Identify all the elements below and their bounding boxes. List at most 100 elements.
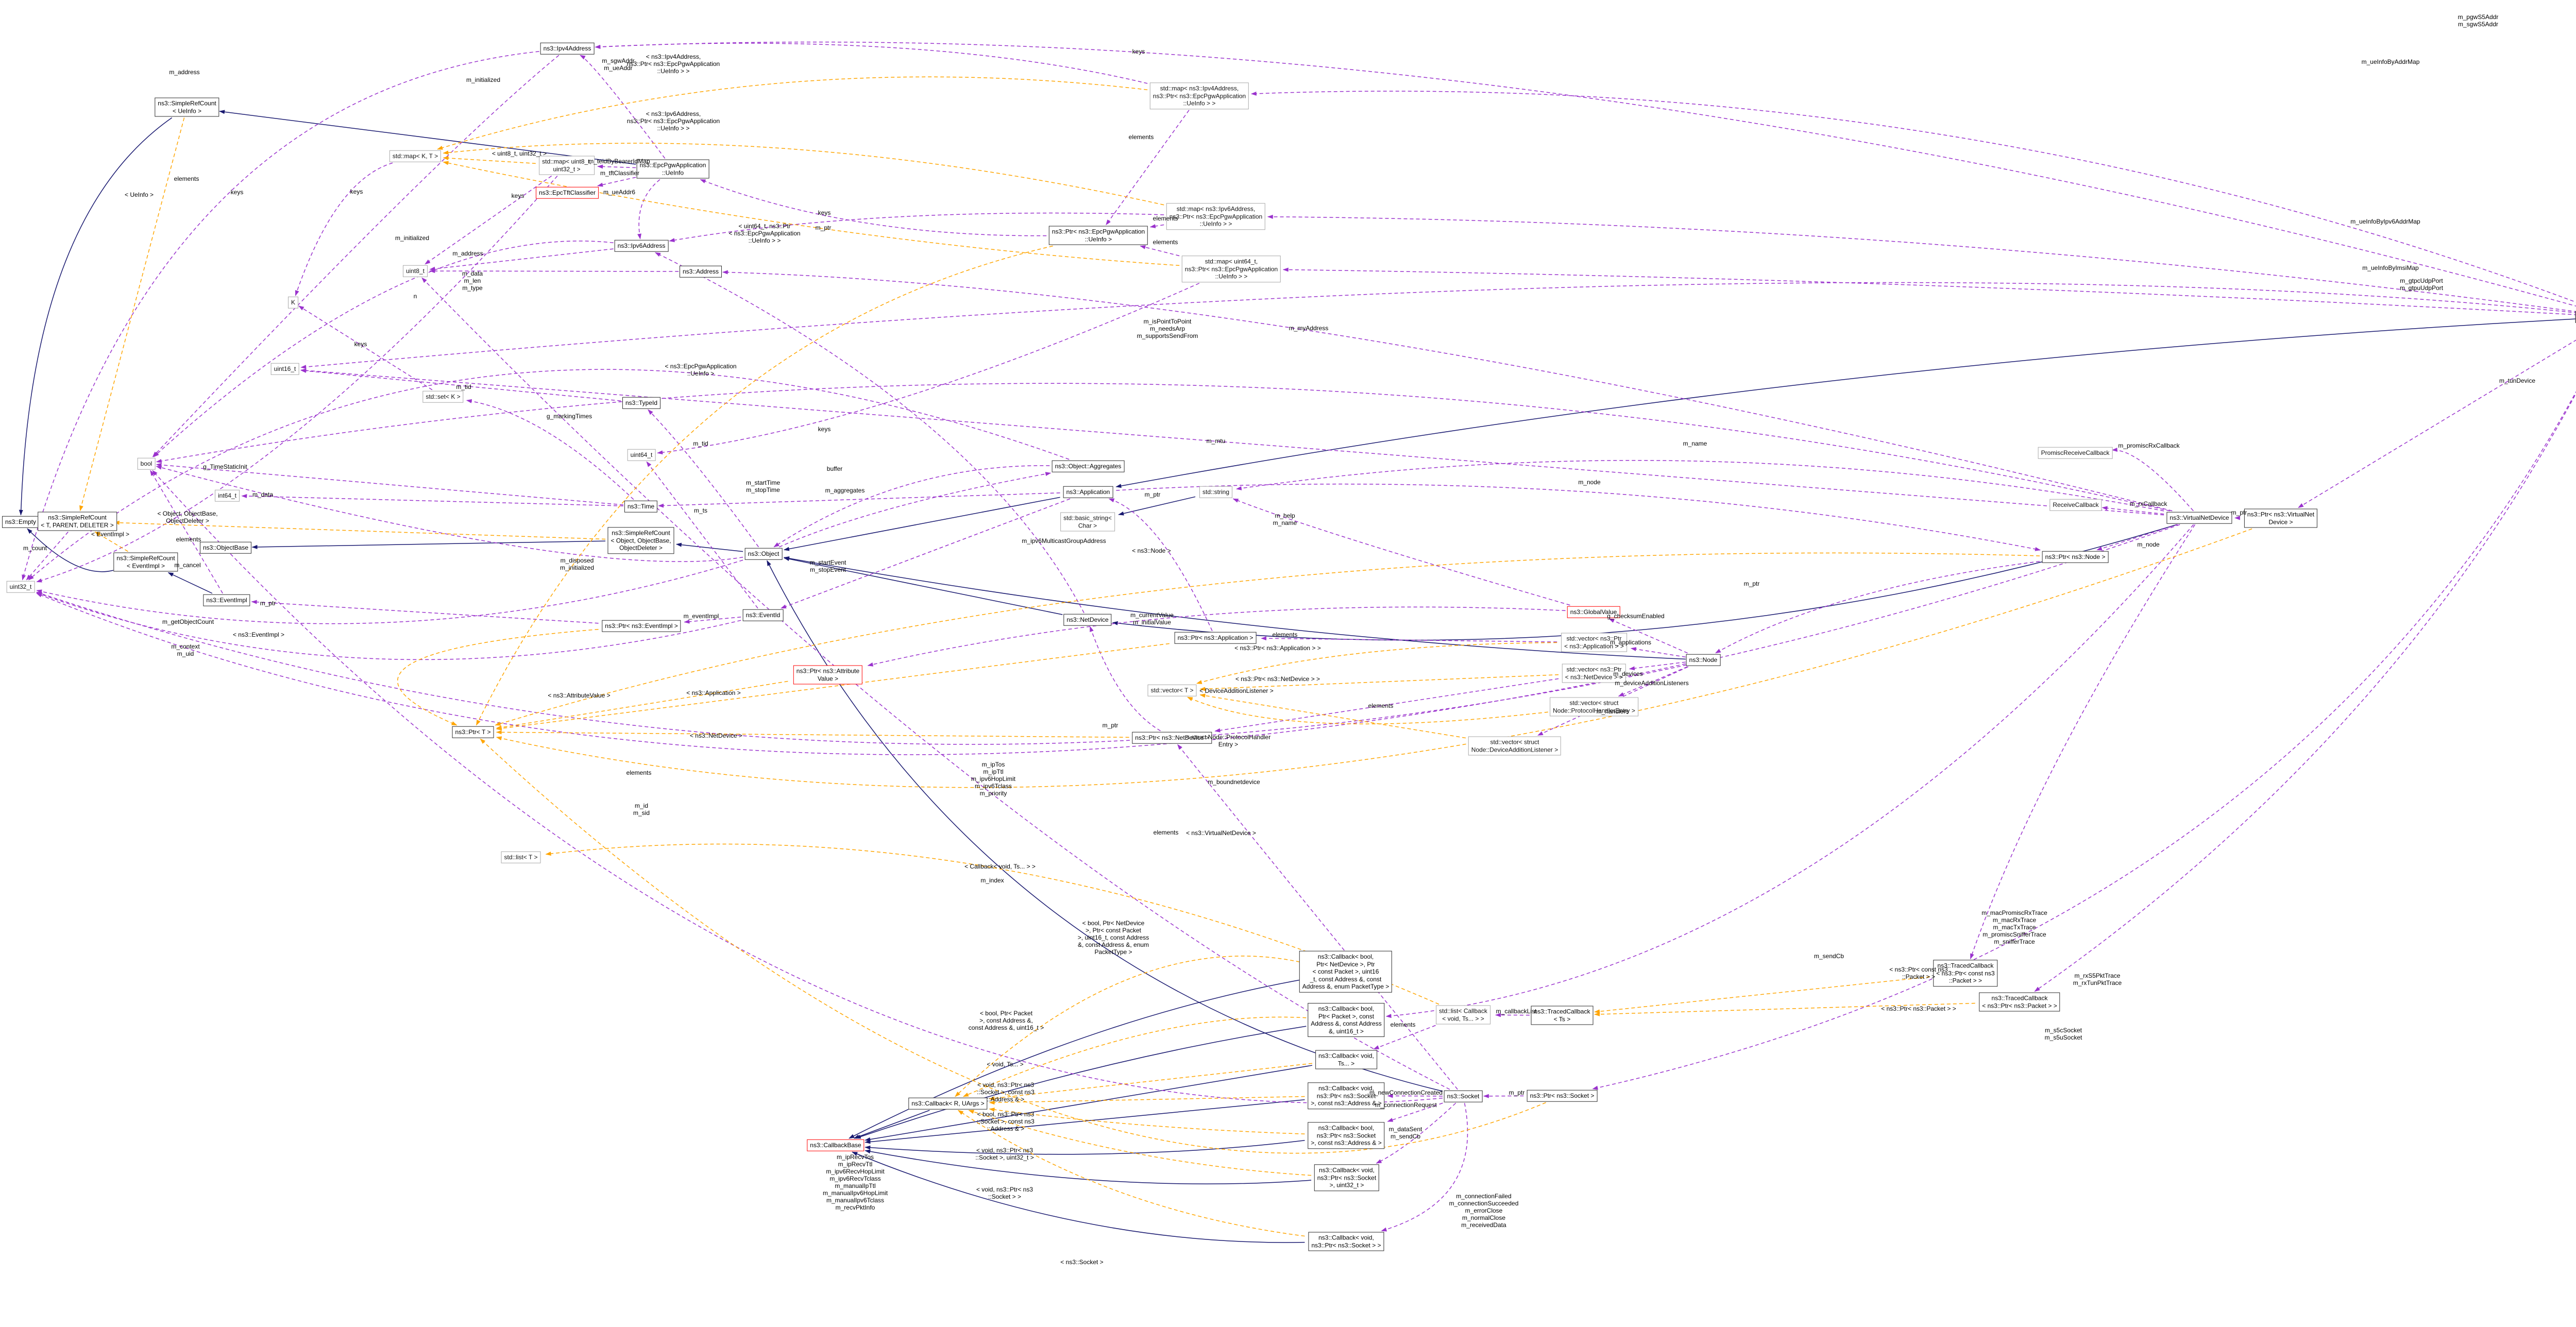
edge-time-setK (466, 399, 634, 500)
edge-virtualND-promiscCb (2111, 447, 2194, 512)
class-node-srcUeInfo[interactable]: ns3::SimpleRefCount < UeInfo > (155, 97, 219, 117)
class-node-netDevice[interactable]: ns3::NetDevice (1063, 614, 1112, 626)
class-node-eventImpl[interactable]: ns3::EventImpl (203, 594, 250, 606)
class-node-ptrSocket[interactable]: ns3::Ptr< ns3::Socket > (1527, 1090, 1598, 1102)
class-node-ptrEventImpl[interactable]: ns3::Ptr< ns3::EventImpl > (602, 620, 681, 632)
class-node-mapU8U32[interactable]: std::map< uint8_t, uint32_t > (539, 156, 595, 175)
class-node-vecPtrND[interactable]: std::vector< ns3::Ptr < ns3::NetDevice >… (1562, 664, 1626, 683)
class-node-promiscCb[interactable]: PromiscReceiveCallback (2038, 447, 2113, 459)
edge-ipv6-u8 (429, 248, 614, 271)
class-node-tft[interactable]: ns3::EpcTftClassifier (535, 186, 599, 199)
edge-cbBoolSockAddr-cbBase (865, 1139, 1305, 1155)
class-node-cbVoidSockAddr[interactable]: ns3::Callback< void, ns3::Ptr< ns3::Sock… (1308, 1082, 1385, 1109)
class-node-cbBase[interactable]: ns3::CallbackBase (807, 1139, 865, 1151)
class-node-ptrAttrVal[interactable]: ns3::Ptr< ns3::Attribute Value > (793, 665, 863, 685)
class-node-object[interactable]: ns3::Object (744, 548, 783, 560)
edge-srcObj-srcTPD (113, 520, 606, 540)
class-node-ptrT[interactable]: ns3::Ptr< T > (452, 726, 494, 738)
class-node-eventId[interactable]: ns3::EventId (742, 609, 784, 621)
class-node-cbBoolND5[interactable]: ns3::Callback< bool, Ptr< NetDevice >, P… (1299, 950, 1393, 993)
class-node-ipv4[interactable]: ns3::Ipv4Address (540, 42, 595, 55)
class-node-ptrApp[interactable]: ns3::Ptr< ns3::Application > (1174, 632, 1257, 644)
edge-socket-cbBoolSockAddr (1387, 1102, 1443, 1122)
edge-mapU8U32-mapKT (443, 156, 536, 164)
class-node-ptrND[interactable]: ns3::Ptr< ns3::NetDevice > (1132, 731, 1212, 744)
class-node-cbBoolSockAddr[interactable]: ns3::Callback< bool, ns3::Ptr< ns3::Sock… (1308, 1122, 1385, 1149)
class-node-cbBoolPkt4[interactable]: ns3::Callback< bool, Ptr< Packet >, cons… (1308, 1003, 1385, 1037)
class-node-K[interactable]: K (287, 296, 299, 309)
class-node-cbVoidTs[interactable]: ns3::Callback< void, Ts... > (1315, 1050, 1377, 1069)
class-node-ptrUeInfo[interactable]: ns3::Ptr< ns3::EpcPgwApplication ::UeInf… (1048, 226, 1148, 245)
edge-application-ptrNode (1116, 483, 2041, 551)
edge-cbBoolSockAddr-cbRUArgs (989, 1108, 1305, 1135)
edge-cbVoidTs-cbBase (865, 1065, 1313, 1142)
class-node-stringN[interactable]: std::string (1199, 486, 1233, 498)
edge-cbVoidSockU32-cbRUArgs (968, 1110, 1312, 1176)
edge-aggregates-object (773, 465, 1050, 548)
class-node-cbVoidSockU32[interactable]: ns3::Callback< void, ns3::Ptr< ns3::Sock… (1314, 1164, 1380, 1191)
edge-srcEI-empty (27, 528, 114, 572)
edge-vecPtrApp-vecT (1196, 642, 1557, 684)
edge-netDevice-ipv6 (654, 252, 1084, 614)
class-node-u64[interactable]: uint64_t (627, 449, 656, 461)
class-node-empty[interactable]: ns3::Empty (2, 516, 40, 528)
class-node-boolv[interactable]: bool (137, 457, 156, 470)
class-node-application[interactable]: ns3::Application (1063, 486, 1113, 498)
class-node-addr[interactable]: ns3::Address (679, 265, 722, 278)
class-node-vecT[interactable]: std::vector< T > (1147, 684, 1197, 696)
edge-object-typeId (648, 409, 759, 548)
class-node-srcEI[interactable]: ns3::SimpleRefCount < EventImpl > (113, 552, 178, 572)
class-node-u32[interactable]: uint32_t (6, 581, 35, 593)
class-node-aggregates[interactable]: ns3::Object::Aggregates (1052, 460, 1125, 472)
class-node-basicString[interactable]: std::basic_string< Char > (1060, 512, 1115, 532)
edge-ptrApp-ptrT (496, 643, 1170, 730)
edge-eventId-u32 (36, 592, 741, 660)
class-node-cbVoidSock[interactable]: ns3::Callback< void, ns3::Ptr< ns3::Sock… (1308, 1232, 1384, 1251)
class-node-i64[interactable]: int64_t (214, 489, 240, 502)
class-node-srcTPD[interactable]: ns3::SimpleRefCount < T, PARENT, DELETER… (38, 512, 117, 531)
edge-ptrUeInfo-ueInfo (700, 179, 1047, 236)
class-node-u8[interactable]: uint8_t (402, 265, 428, 277)
edge-cbVoidSock-cbBase (852, 1151, 1305, 1243)
edge-socket-cbVoidSock (1381, 1103, 1468, 1232)
edge-node-globalValue (1608, 618, 1688, 654)
class-node-ptrVND[interactable]: ns3::Ptr< ns3::VirtualNet Device > (2244, 508, 2318, 528)
edge-application-time (658, 492, 1060, 508)
class-node-socket[interactable]: ns3::Socket (1444, 1090, 1483, 1102)
class-node-ueInfo[interactable]: ns3::EpcPgwApplication ::UeInfo (636, 159, 709, 179)
class-node-tracedCbTs[interactable]: ns3::TracedCallback < Ts > (1531, 1006, 1594, 1025)
class-node-main[interactable]: ns3::EpcPgwApplication (2575, 311, 2576, 323)
edge-eventImpl-boolv (150, 470, 223, 594)
class-node-vecPHE[interactable]: std::vector< struct Node::ProtocolHandle… (1550, 697, 1638, 717)
edge-mapIpv6-mapKT (443, 143, 1164, 206)
edge-cbVoidSockAddr-cbRUArgs (989, 1096, 1305, 1105)
class-node-u16[interactable]: uint16_t (270, 363, 299, 375)
class-node-time[interactable]: ns3::Time (624, 500, 658, 513)
class-node-vecPtrApp[interactable]: std::vector< ns3::Ptr < ns3::Application… (1561, 633, 1627, 652)
edge-socket-ptrND (1177, 744, 1458, 1090)
edge-object-u32 (36, 559, 743, 624)
class-node-mapKT[interactable]: std::map< K, T > (389, 150, 442, 162)
class-node-mapIpv6[interactable]: std::map< ns3::Ipv6Address, ns3::Ptr< ns… (1166, 203, 1266, 230)
class-node-cbRUArgs[interactable]: ns3::Callback< R, UArgs > (908, 1097, 988, 1110)
class-node-tracedCbPkt[interactable]: ns3::TracedCallback < ns3::Ptr< ns3::Pac… (1979, 992, 2060, 1012)
class-node-mapIpv4[interactable]: std::map< ns3::Ipv4Address, ns3::Ptr< ns… (1149, 82, 1249, 109)
class-node-srcObj[interactable]: ns3::SimpleRefCount < Object, ObjectBase… (607, 527, 674, 554)
edge-ptrEventImpl-eventImpl (251, 600, 599, 624)
class-node-globalValue[interactable]: ns3::GlobalValue (1567, 606, 1620, 618)
class-node-mapU64[interactable]: std::map< uint64_t, ns3::Ptr< ns3::EpcPg… (1181, 256, 1281, 282)
edge-srcUeInfo-srcTPD (79, 117, 185, 512)
class-node-listCb[interactable]: std::list< Callback < void, Ts... > > (1436, 1005, 1490, 1025)
class-node-typeId[interactable]: ns3::TypeId (622, 397, 661, 409)
class-node-node[interactable]: ns3::Node (1686, 654, 1721, 666)
class-node-ipv6[interactable]: ns3::Ipv6Address (614, 240, 669, 252)
class-node-vecDAL[interactable]: std::vector< struct Node::DeviceAddition… (1468, 736, 1562, 756)
class-node-objBase[interactable]: ns3::ObjectBase (199, 541, 252, 554)
class-node-listT[interactable]: std::list< T > (501, 851, 541, 863)
class-node-tracedCbConstPkt[interactable]: ns3::TracedCallback < ns3::Ptr< const ns… (1933, 960, 1998, 986)
class-node-receiveCb[interactable]: ReceiveCallback (2049, 499, 2102, 511)
class-node-virtualND[interactable]: ns3::VirtualNetDevice (2166, 512, 2232, 524)
class-node-ptrNode[interactable]: ns3::Ptr< ns3::Node > (2042, 551, 2109, 563)
class-node-setK[interactable]: std::set< K > (422, 390, 464, 403)
edge-main-application (1115, 318, 2576, 488)
